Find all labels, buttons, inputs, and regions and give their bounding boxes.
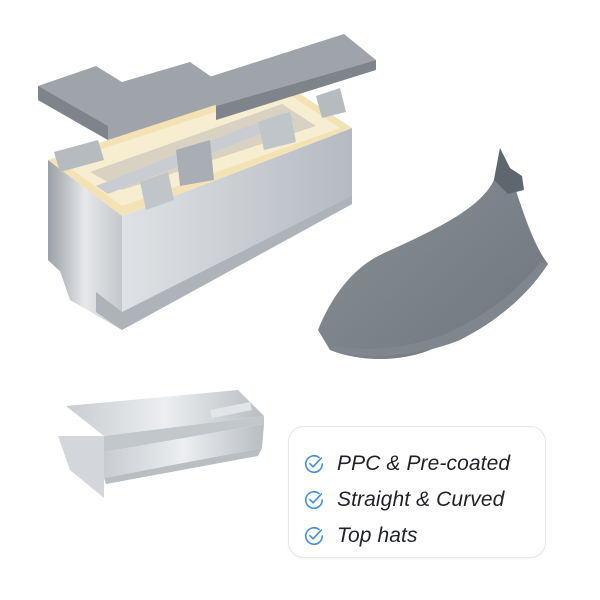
check-circle-icon	[304, 526, 324, 546]
check-circle-icon	[304, 454, 324, 474]
feature-item-top-hats: Top hats	[303, 518, 545, 554]
feature-label: PPC & Pre-coated	[337, 452, 511, 475]
check-circle-icon	[304, 490, 324, 510]
feature-label: Straight & Curved	[337, 488, 505, 511]
feature-label: Top hats	[337, 524, 418, 547]
feature-item-ppc: PPC & Pre-coated	[303, 446, 545, 482]
features-card: PPC & Pre-coated Straight & Curved Top h…	[288, 426, 546, 558]
coping-system-render	[38, 34, 376, 330]
top-hat-flashing-render	[58, 390, 264, 498]
curved-flashing-render	[318, 148, 548, 359]
feature-item-straight-curved: Straight & Curved	[303, 482, 545, 518]
